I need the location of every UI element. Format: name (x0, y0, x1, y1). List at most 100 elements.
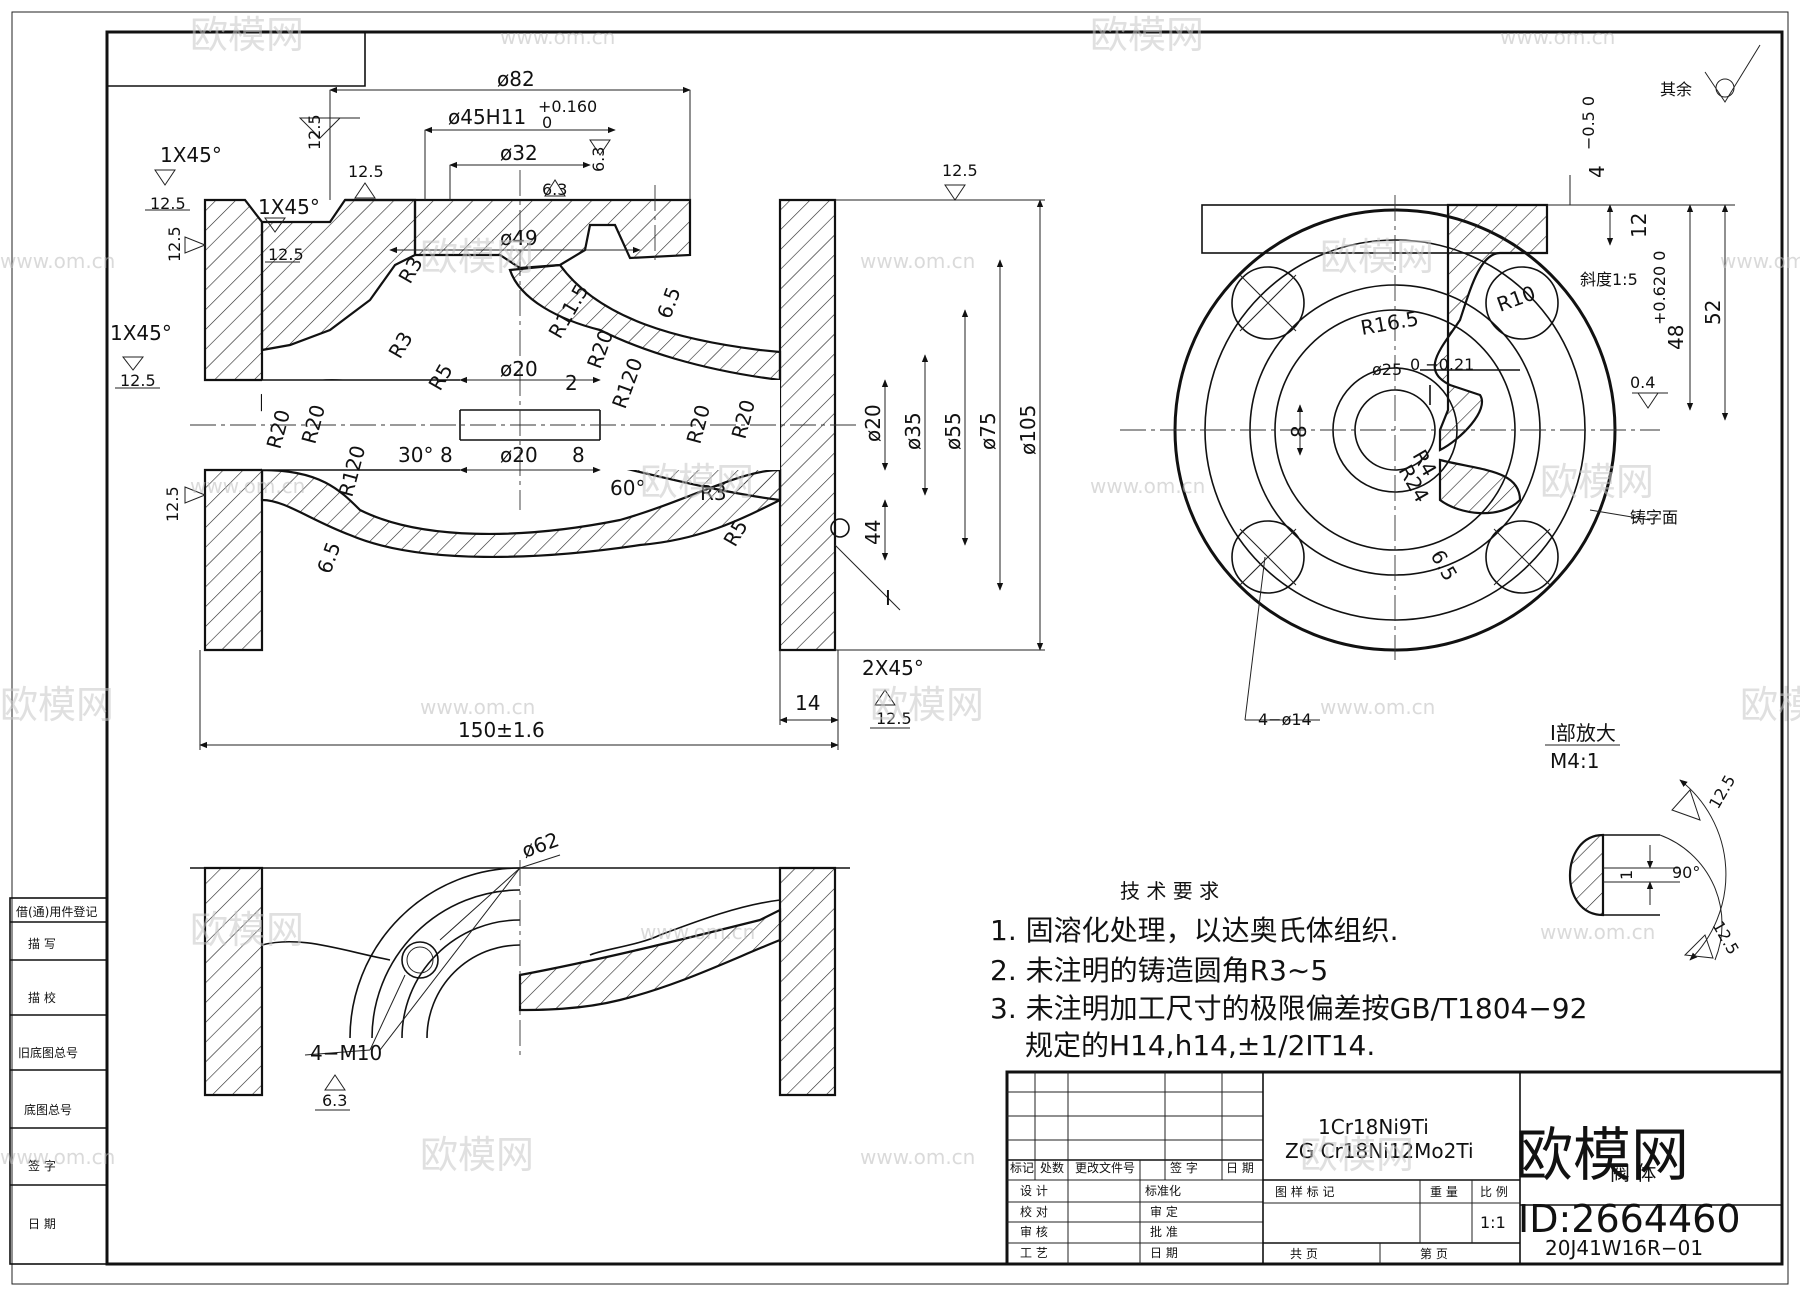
wm-brand: 欧模网 (1090, 13, 1204, 57)
dim-8-b: 8 (572, 443, 585, 467)
cast-face-label: 铸字面 (1630, 508, 1678, 527)
wm-brand: 欧模网 (420, 1133, 534, 1177)
dim-8-a: 8 (440, 443, 453, 467)
dim-angle-60: 60° (610, 476, 645, 500)
dim-2: 2 (565, 371, 578, 395)
thickness-6-5-b: 6.5 (312, 539, 345, 577)
wm-url: www.om.cn (860, 1145, 975, 1169)
tb-page-no: 第 页 (1420, 1247, 1448, 1261)
dim-angle-90: 90° (1672, 863, 1700, 882)
dim-44: 44 (861, 520, 885, 545)
wm-brand: 欧模网 (1300, 1133, 1414, 1177)
radius-r20-a: R20 (582, 327, 618, 372)
tb-label-count: 处数 (1040, 1160, 1064, 1175)
chamfer-1x45-c: 1X45° (110, 321, 172, 345)
roughness-12-5-g: 12.5 (942, 161, 978, 180)
holes-4x14: 4−ø14 (1258, 710, 1312, 729)
detail-title: Ⅰ部放大 (1550, 721, 1616, 745)
chamfer-1x45-a: 1X45° (160, 143, 222, 167)
thread-4m10: 4−M10 (310, 1041, 382, 1065)
wm-brand: 欧模网 (1540, 460, 1654, 504)
radius-r10: R10 (1494, 281, 1539, 317)
dim-d25: ø25 (1372, 360, 1402, 379)
notes-title: 技 术 要 求 (1120, 879, 1219, 903)
dim-d32: ø32 (500, 141, 538, 165)
chamfer-2x45: 2X45° (862, 656, 924, 680)
roughness-12-5-detail-b: 12.5 (1709, 918, 1743, 958)
dim-d45h11: ø45H11 (448, 105, 526, 129)
slope-label: 斜度1:5 (1580, 270, 1638, 289)
detail-scale: M4:1 (1550, 749, 1599, 773)
dim-d20-top: ø20 (500, 357, 538, 381)
tb-design: 设 计 (1020, 1184, 1048, 1198)
dim-d20-mid: ø20 (500, 443, 538, 467)
wm-url: www.om.cn (1090, 474, 1205, 498)
tb-weight: 重 量 (1430, 1185, 1458, 1199)
tb-part-name: 阀 体 (1610, 1161, 1656, 1185)
tb-drawing-no: 20J41W16R−01 (1545, 1236, 1703, 1260)
roughness-rest-symbol (1715, 78, 1735, 98)
dim-d49: ø49 (500, 226, 538, 250)
roughness-6-3-a: 6.3 (542, 180, 567, 199)
front-dimensions (199, 86, 1045, 750)
tb-total-pages: 共 页 (1290, 1247, 1318, 1261)
side-table-r3: 描 校 (28, 990, 56, 1005)
end-view-labels: 其余 4 −0.5 0 12 48 +0.620 0 52 斜度1:5 R10 … (1258, 44, 1761, 729)
tb-label-mark: 标记 (1010, 1161, 1034, 1175)
dim-48: 48 (1664, 325, 1688, 350)
dim-d75: ø75 (976, 412, 1000, 450)
side-table: 借(通)用件登记 描 写 描 校 旧底图总号 底图总号 签 字 日 期 (9, 897, 108, 1265)
bottom-view: ø62 4−M10 6.3 (190, 827, 850, 1111)
roughness-12-5-f: 12.5 (348, 162, 384, 181)
roughness-12-5-d: 12.5 (268, 245, 304, 264)
radius-r16-5: R16.5 (1359, 306, 1421, 340)
wm-url: www.om.cn (0, 1145, 115, 1169)
notes-line-2: 2. 未注明的铸造圆角R3∼5 (990, 954, 1328, 987)
wm-url: www.om.cn (860, 249, 975, 273)
dim-8-side: 8 (1287, 425, 1311, 438)
tb-material-1: 1Cr18Ni9Ti (1318, 1115, 1429, 1139)
dim-48-tol: +0.620 0 (1650, 251, 1669, 325)
dim-d20-right: ø20 (861, 404, 885, 442)
watermarks: 欧模网 www.om.cn 欧模网 www.om.cn www.om.cn 欧模… (0, 13, 1800, 1241)
tb-check: 校 对 (1020, 1204, 1048, 1219)
dim-angle-30: 30° (398, 443, 433, 467)
tb-audit: 审 核 (1020, 1224, 1048, 1239)
tb-material-2: ZG Cr18Ni12Mo2Ti (1285, 1139, 1474, 1163)
wm-url: www.om.cn (1320, 695, 1435, 719)
side-table-r1: 借(通)用件登记 (16, 904, 97, 919)
front-labels: ø82 ø45H11 +0.160 0 ø32 ø49 ø20 ø20 8 8 … (110, 67, 1040, 742)
dim-14: 14 (795, 691, 820, 715)
thickness-6-5-c: 6.5 (1426, 546, 1463, 586)
dim-d55: ø55 (941, 412, 965, 450)
notes-line-1: 1. 固溶化处理，以达奥氏体组织. (990, 914, 1399, 947)
wm-url: www.om.cn (420, 695, 535, 719)
side-table-r5: 底图总号 (24, 1102, 72, 1117)
wm-brand: 欧模网 (1320, 235, 1434, 279)
wm-brand: 欧模网 (870, 683, 984, 727)
dim-4: 4 (1585, 165, 1609, 178)
wm-brand: 欧模网 (0, 683, 114, 727)
wm-url: www.om.cn (1540, 920, 1655, 944)
tb-label-date-head: 日 期 (1226, 1161, 1254, 1175)
roughness-12-5-e: 12.5 (120, 371, 156, 390)
chamfer-1x45-b: 1X45° (258, 195, 320, 219)
technical-notes: 技 术 要 求 1. 固溶化处理，以达奥氏体组织. 2. 未注明的铸造圆角R3∼… (990, 879, 1587, 1062)
dim-d45-tol-up: +0.160 (538, 97, 597, 116)
tb-scale-label: 比 例 (1480, 1185, 1508, 1199)
wm-url: www.om.cn (640, 920, 755, 944)
roughness-0-4: 0.4 (1630, 373, 1655, 392)
wm-url: www.om.cn (1500, 25, 1615, 49)
wm-url: www.om.cn (190, 474, 305, 498)
title-block: 标记 处数 更改文件号 签 字 日 期 设 计 标准化 校 对 审 定 审 核 … (1005, 1070, 1784, 1266)
notes-line-4: 规定的H14,h14,±1/2IT14. (1025, 1029, 1375, 1062)
wm-url: www.om.cn (500, 25, 615, 49)
roughness-6-3-b: 6.3 (589, 147, 608, 172)
tb-approve: 批 准 (1150, 1224, 1178, 1239)
tb-review: 审 定 (1150, 1204, 1178, 1219)
dim-d45-tol-low: 0 (542, 113, 552, 132)
sheet-border (11, 11, 1789, 1285)
notes-line-3: 3. 未注明加工尺寸的极限偏差按GB/T1804−92 (990, 992, 1587, 1025)
wm-id: ID:2664460 (1518, 1197, 1741, 1241)
